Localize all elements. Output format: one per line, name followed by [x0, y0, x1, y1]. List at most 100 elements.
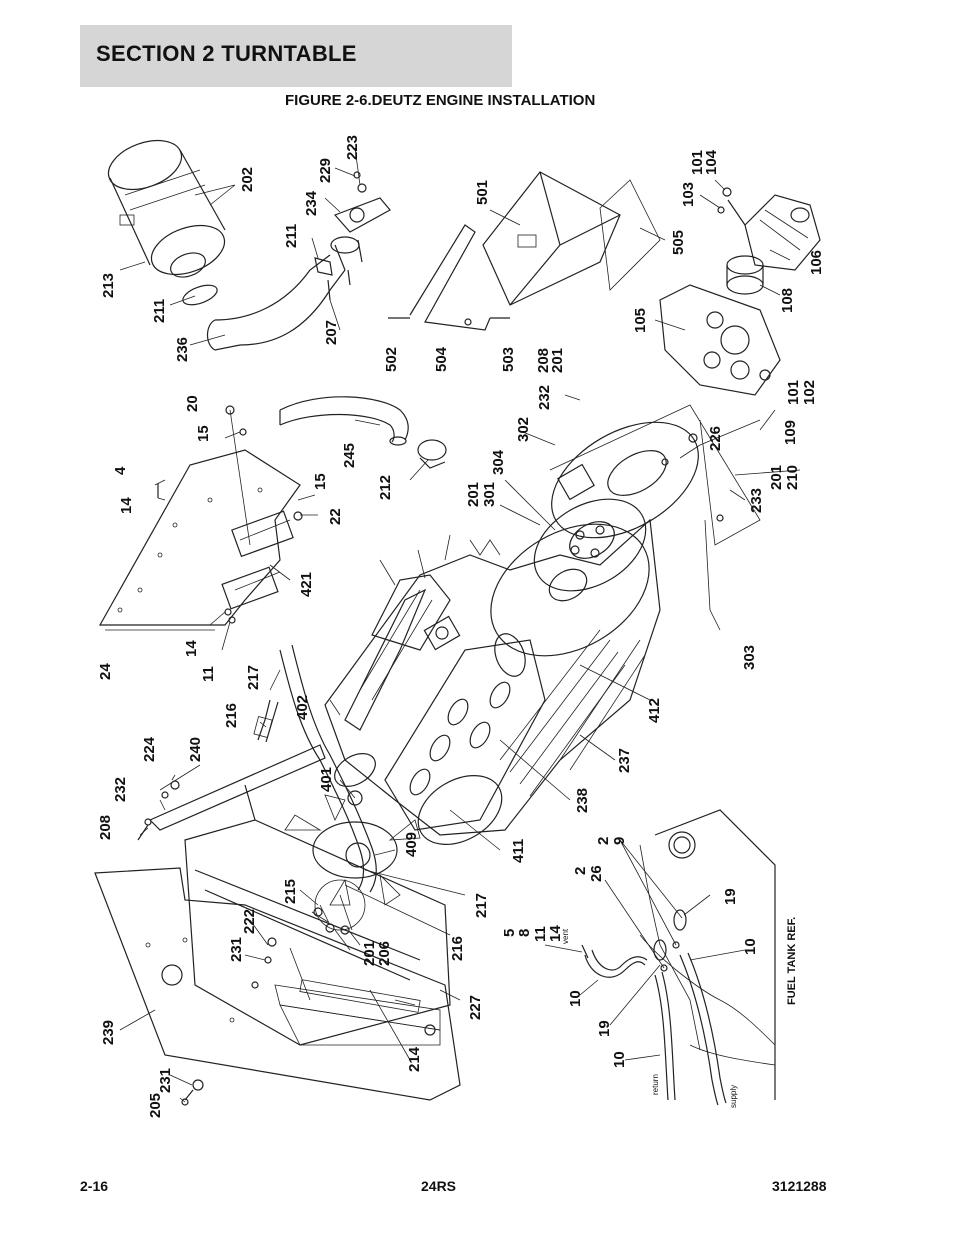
muffler-box — [388, 171, 661, 331]
model-name: 24RS — [421, 1178, 457, 1194]
callout-421: 421 — [298, 572, 315, 597]
radiator-bracket — [137, 744, 326, 841]
callout-231b: 231 — [157, 1068, 174, 1093]
callout-238: 238 — [574, 788, 591, 813]
callout-104: 104 — [703, 149, 720, 175]
callout-5: 5 — [501, 929, 518, 937]
callout-302: 302 — [515, 417, 532, 442]
callout-106: 106 — [808, 250, 825, 275]
callout-205: 205 — [147, 1093, 164, 1118]
callout-101b: 101 — [785, 380, 802, 405]
fuel-tank — [581, 809, 776, 1106]
callout-231: 231 — [228, 937, 245, 962]
label-supply: supply — [729, 1085, 738, 1108]
hydraulic-pump — [659, 187, 821, 396]
callout-226: 226 — [707, 426, 724, 451]
callout-224: 224 — [141, 736, 158, 762]
callout-237: 237 — [616, 748, 633, 773]
callout-502: 502 — [383, 347, 400, 372]
callout-14c: 14 — [547, 925, 564, 942]
callout-216b: 216 — [449, 936, 466, 961]
callout-101: 101 — [689, 150, 706, 175]
section-banner: SECTION 2 TURNTABLE — [80, 25, 512, 87]
radiator-bolt — [181, 1079, 204, 1106]
callout-245: 245 — [341, 443, 358, 468]
callout-402: 402 — [294, 695, 311, 720]
callout-504: 504 — [433, 346, 450, 372]
radiator-assembly — [94, 794, 461, 1101]
callout-214: 214 — [406, 1046, 423, 1072]
callout-505: 505 — [670, 230, 687, 255]
callout-501: 501 — [474, 180, 491, 205]
callout-20: 20 — [184, 395, 201, 412]
callout-103: 103 — [680, 182, 697, 207]
callout-14b: 14 — [183, 640, 200, 657]
callout-236: 236 — [174, 337, 191, 362]
callout-411: 411 — [510, 839, 527, 863]
callout-201: 201 — [549, 348, 566, 373]
callout-412: 412 — [646, 698, 663, 723]
callout-223: 223 — [344, 135, 361, 160]
callout-208: 208 — [535, 348, 552, 373]
figure-title: FIGURE 2-6.DEUTZ ENGINE INSTALLATION — [285, 92, 596, 109]
callout-15: 15 — [195, 425, 212, 442]
callout-211: 211 — [283, 224, 300, 248]
callout-24: 24 — [97, 663, 114, 680]
callout-211b: 211 — [151, 299, 168, 323]
callout-227: 227 — [467, 995, 484, 1020]
mounting-plate — [98, 405, 303, 626]
callout-26: 26 — [588, 865, 605, 882]
callout-232b: 232 — [112, 777, 129, 802]
callout-109: 109 — [782, 420, 799, 445]
leader-lines — [105, 147, 801, 1103]
callout-222: 222 — [241, 909, 258, 934]
callout-304: 304 — [490, 449, 507, 475]
callout-206: 206 — [376, 941, 393, 966]
callout-234: 234 — [303, 190, 320, 216]
callout-201d: 201 — [361, 941, 378, 966]
callout-9: 9 — [611, 837, 628, 845]
callout-4: 4 — [112, 466, 129, 475]
label-fuel-tank-ref: FUEL TANK REF. — [786, 917, 798, 1005]
engine — [253, 518, 661, 893]
callout-401: 401 — [318, 767, 335, 792]
callout-201c: 201 — [465, 482, 482, 507]
callout-303: 303 — [741, 645, 758, 670]
callout-2b: 2 — [572, 867, 589, 875]
callout-240: 240 — [187, 737, 204, 762]
callout-202: 202 — [239, 167, 256, 192]
callouts: 202 223 229 234 211 213 211 207 236 501 … — [97, 135, 825, 1118]
label-vent: vent — [561, 928, 570, 944]
callout-233: 233 — [748, 488, 765, 513]
callout-213: 213 — [100, 273, 117, 298]
callout-207: 207 — [323, 320, 340, 345]
callout-2: 2 — [595, 837, 612, 845]
bell-housing — [549, 404, 761, 546]
callout-301: 301 — [481, 482, 498, 507]
callout-11b: 11 — [532, 926, 549, 942]
callout-19b: 19 — [596, 1020, 613, 1037]
label-return: return — [651, 1074, 660, 1095]
callout-108: 108 — [779, 288, 796, 313]
callout-216: 216 — [223, 703, 240, 728]
callout-217: 217 — [245, 665, 262, 690]
callout-232: 232 — [536, 385, 553, 410]
intake-adapter — [314, 171, 391, 301]
callout-239: 239 — [100, 1020, 117, 1045]
callout-10b: 10 — [567, 990, 584, 1007]
callout-212: 212 — [377, 475, 394, 500]
callout-14: 14 — [118, 497, 135, 514]
callout-8: 8 — [516, 929, 533, 937]
callout-10: 10 — [742, 938, 759, 955]
callout-102: 102 — [801, 380, 818, 405]
callout-201b: 201 — [768, 465, 785, 490]
callout-215: 215 — [282, 879, 299, 904]
air-cleaner — [107, 139, 346, 351]
callout-210: 210 — [784, 465, 801, 490]
callout-11: 11 — [200, 666, 217, 682]
callout-22: 22 — [327, 508, 344, 525]
callout-503: 503 — [500, 347, 517, 372]
doc-number: 3121288 — [772, 1178, 827, 1194]
callout-409: 409 — [403, 832, 420, 857]
